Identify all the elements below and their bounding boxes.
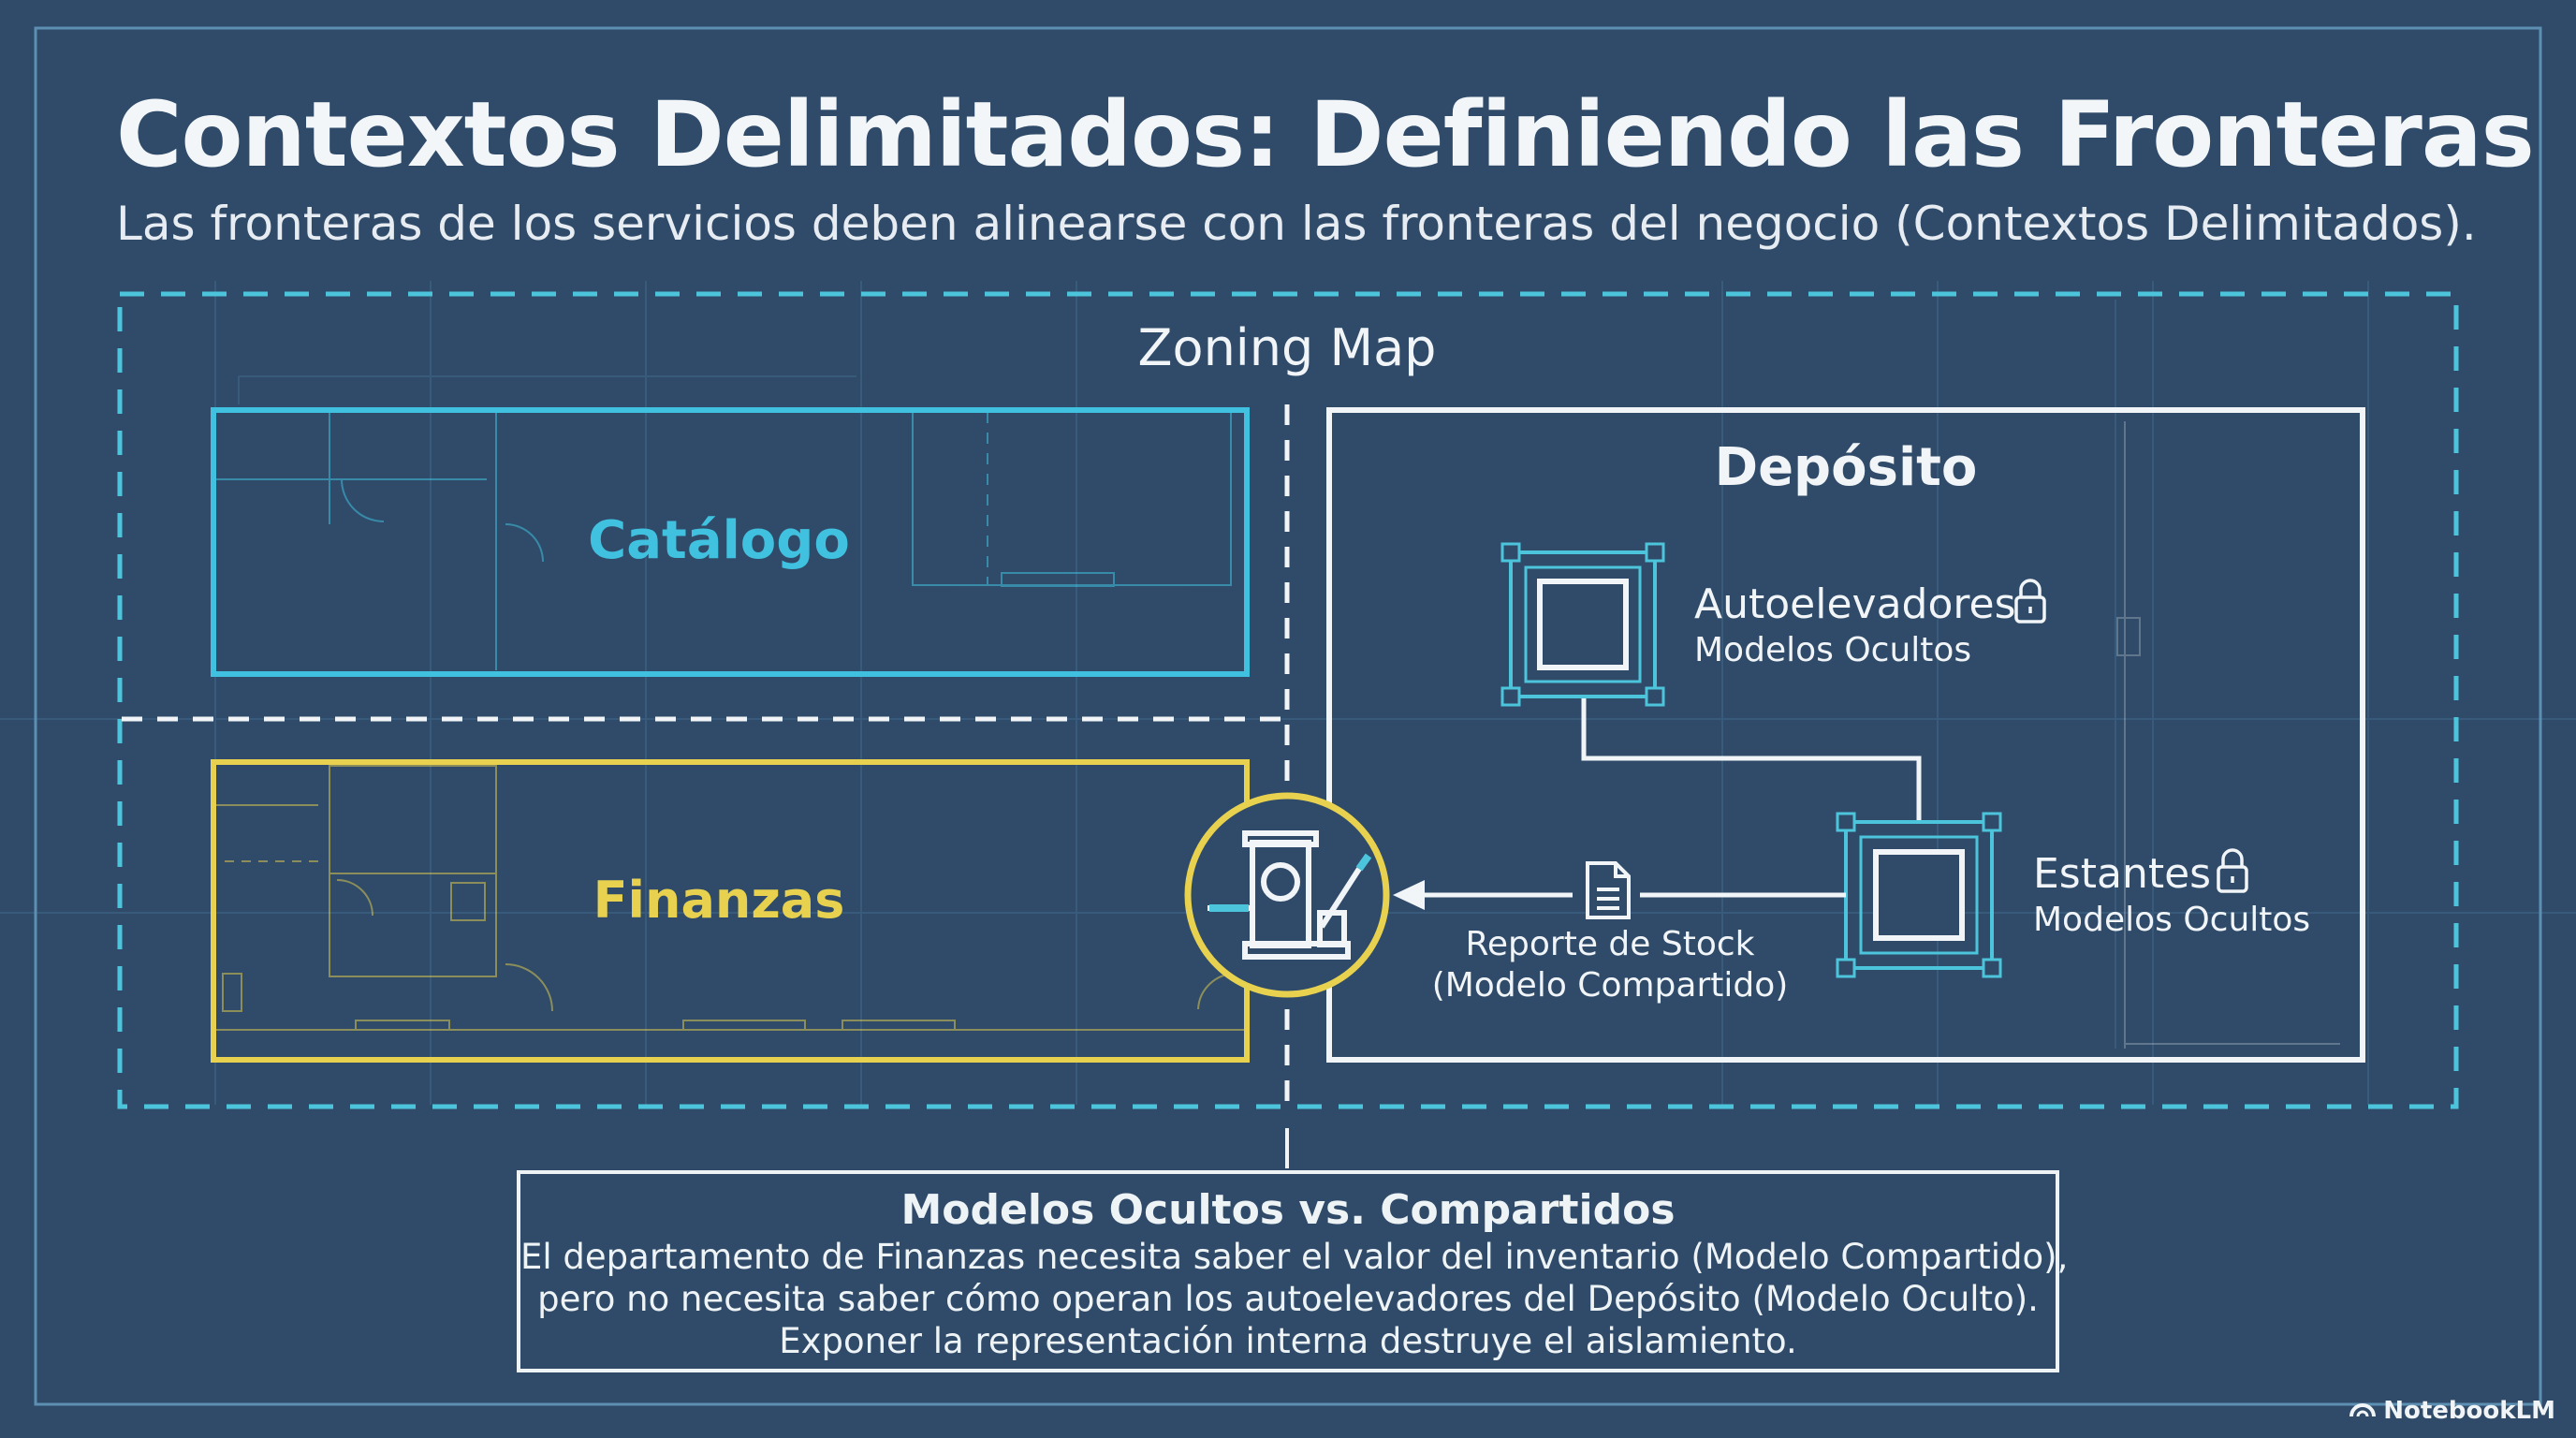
catalog-floorplan: [213, 410, 1232, 670]
forklift-shelves-connector: [1581, 695, 1922, 822]
summary-line-3: Exponer la representación interna destru…: [779, 1321, 1797, 1361]
notebooklm-logo-icon: [2349, 1397, 2377, 1425]
zoning-map-title: Zoning Map: [1138, 318, 1437, 377]
lock-icon: [2217, 848, 2248, 893]
finance-floorplan: [213, 765, 1247, 1031]
notebooklm-brand: NotebookLM: [2349, 1397, 2555, 1425]
gatekeeper-icon: [1184, 792, 1390, 998]
summary-heading: Modelos Ocultos vs. Compartidos: [900, 1186, 1676, 1234]
forklift-sub: Modelos Ocultos: [1694, 631, 1971, 669]
report-label-line2: (Modelo Compartido): [1432, 966, 1789, 1005]
catalog-label: Catálogo: [588, 510, 850, 571]
shelves-name: Estantes: [2033, 850, 2211, 898]
warehouse-label: Depósito: [1715, 437, 1978, 498]
outer-frame: [34, 26, 2542, 1406]
zone-boundary: [117, 291, 2459, 1109]
catalog-zone: Catálogo: [211, 407, 1250, 677]
forklift-name: Autoelevadores: [1694, 580, 2016, 628]
warehouse-box: [1326, 407, 2365, 1063]
warehouse-floorplan: [2116, 421, 2340, 1049]
finance-zone: Finanzas: [211, 759, 1250, 1063]
lock-icon: [2014, 579, 2046, 624]
blueprint-grid: [0, 281, 2576, 1105]
page-subtitle: Las fronteras de los servicios deben ali…: [116, 197, 2477, 251]
document-icon: [1586, 861, 1631, 919]
shelves-sub: Modelos Ocultos: [2033, 901, 2310, 939]
page-title: Contextos Delimitados: Definiendo las Fr…: [116, 82, 2535, 187]
summary-line-1: El departamento de Finanzas necesita sab…: [520, 1237, 2069, 1277]
report-arrowhead: [1393, 880, 1425, 910]
report-label-line1: Reporte de Stock: [1465, 925, 1754, 963]
summary-line-2: pero no necesita saber cómo operan los a…: [537, 1279, 2039, 1319]
catalog-box: [211, 407, 1250, 677]
summary-box: Modelos Ocultos vs. Compartidos El depar…: [517, 1170, 2069, 1372]
forklift-module: [1500, 542, 1665, 707]
shelves-module: [1836, 812, 2002, 978]
finance-label: Finanzas: [593, 871, 845, 930]
warehouse-zone: Depósito Autoelevadores Modelos Ocultos: [1326, 407, 2365, 1063]
brand-name: NotebookLM: [2383, 1397, 2555, 1425]
